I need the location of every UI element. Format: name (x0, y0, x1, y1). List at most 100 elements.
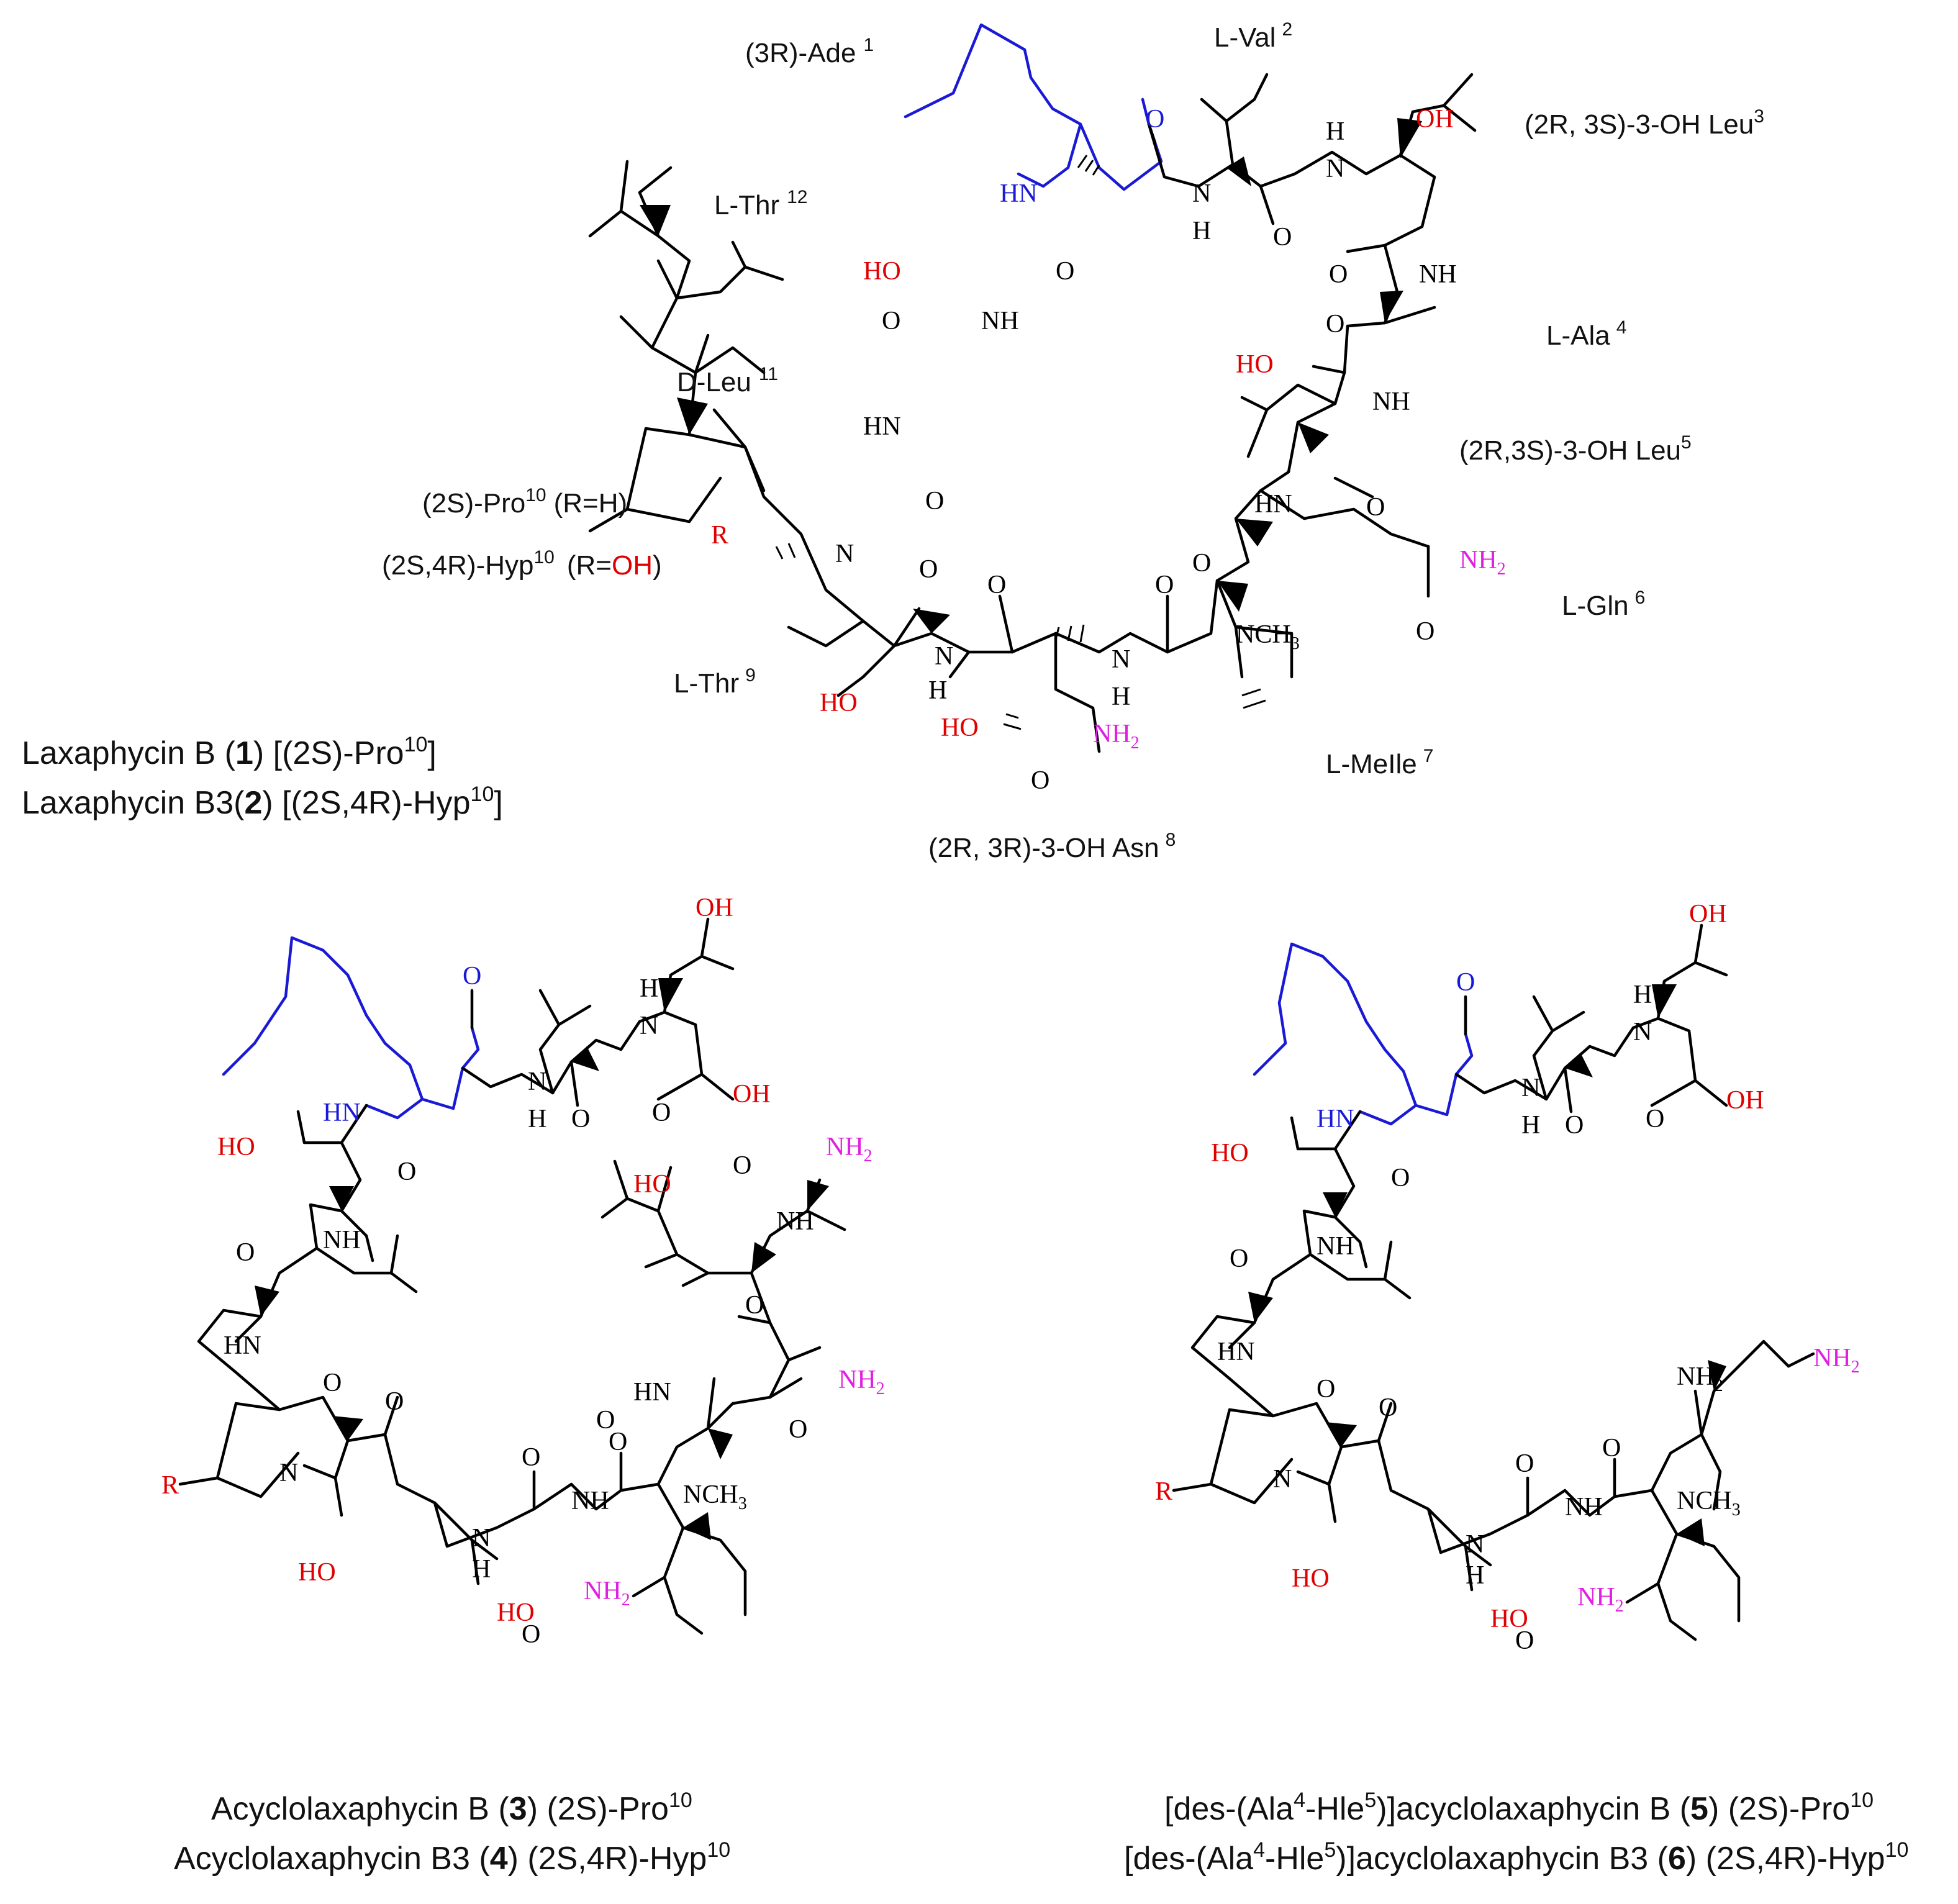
des-pro-hn: HN (1217, 1338, 1255, 1366)
acyc-thr9-h: H (472, 1555, 491, 1584)
caption-laxaphycin-b: Laxaphycin B (1) [(2S)-Pro10] (22, 733, 437, 771)
acyc-leu11-nh: NH (323, 1226, 361, 1254)
des-thr9-n: N (1466, 1530, 1484, 1559)
ala-carbonyl: O (1326, 310, 1344, 338)
leu11-hn: HN (863, 412, 901, 441)
leu5-nh: NH (1372, 388, 1410, 416)
thr9-h: H (928, 676, 947, 705)
acyc-pro-o: O (323, 1369, 342, 1397)
acyc-asn-nh2: NH2 (584, 1577, 630, 1610)
des-asn-ho: HO (1490, 1605, 1528, 1633)
des-thr9-h: H (1466, 1561, 1484, 1590)
leu3-n: N (1326, 155, 1344, 183)
leu5-ho: HO (1236, 350, 1274, 379)
des-leu11-o: O (1230, 1244, 1248, 1273)
acyc-val-n: N (528, 1068, 546, 1096)
asn-h: H (1112, 682, 1130, 711)
des-asn-amide-o: O (1515, 1626, 1534, 1655)
des-thr12-ho: HO (1211, 1139, 1249, 1167)
acyc-meile-nch3: NCH3 (683, 1480, 747, 1513)
des-val-n: N (1521, 1074, 1540, 1102)
des-pro-r: R (1155, 1477, 1172, 1506)
acyc-asn-ho: HO (497, 1598, 535, 1627)
leu3-oh: OH (1416, 105, 1454, 134)
gln-hn: HN (1254, 490, 1292, 519)
ade-nh: HN (1000, 179, 1038, 208)
label-oh-leu5: (2R,3S)-3-OH Leu5 (1459, 432, 1692, 466)
acyc-pro-hn: HN (224, 1331, 261, 1360)
val-n: N (1192, 179, 1211, 208)
caption-des-acyclolaxaphycin-b3: [des-(Ala4-Hle5)]acyclolaxaphycin B3 (6)… (1124, 1838, 1908, 1877)
label-pro10: (2S)-Pro10(R=H) (422, 485, 627, 519)
des-leu11-nh: NH (1317, 1232, 1354, 1261)
pro-carbonyl: O (919, 555, 938, 584)
acyc-acid-o: O (652, 1099, 671, 1127)
des-leu3-n: N (1633, 1018, 1652, 1046)
des-pro-o: O (1317, 1375, 1335, 1403)
leu3-carbonyl: O (1329, 260, 1348, 289)
des-thr9-o: O (1379, 1394, 1397, 1422)
pro-r: R (711, 521, 728, 550)
acyclolaxaphycin-b-structure: O HN N H O H N OH O OH HO O NH O HN O N … (161, 894, 885, 1649)
des-gln-nh2: NH2 (1677, 1362, 1723, 1395)
des-asn-o: O (1515, 1449, 1534, 1478)
thr12-amide-o: O (1056, 257, 1074, 286)
des-meile-o: O (1602, 1434, 1621, 1462)
acyc-meile-o: O (609, 1428, 627, 1456)
des-val-o: O (1565, 1111, 1584, 1140)
des-val-h: H (1521, 1111, 1540, 1140)
des-gln-amide-nh2: NH2 (1813, 1344, 1860, 1377)
gln-carbonyl: O (1192, 549, 1211, 578)
acyc-acid-oh: OH (733, 1080, 771, 1108)
caption-des-acyclolaxaphycin-b: [des-(Ala4-Hle5)]acyclolaxaphycin B (5) … (1164, 1788, 1874, 1827)
caption-laxaphycin-b3: Laxaphycin B3(2) [(2S,4R)-Hyp10] (22, 782, 503, 821)
thr12-carbonyl: O (882, 307, 900, 335)
acyc-asn-nh: NH (571, 1487, 609, 1515)
acyc-leu5-o: O (745, 1291, 764, 1320)
meile-nch3: NCH3 (1236, 620, 1300, 653)
des-leu3-h: H (1633, 981, 1652, 1009)
asn-ho: HO (941, 714, 979, 742)
caption-acyclolaxaphycin-b3: Acyclolaxaphycin B3 (4) (2S,4R)-Hyp10 (174, 1838, 730, 1877)
val-carbonyl: O (1273, 223, 1292, 252)
leu3-h: H (1326, 117, 1344, 146)
asn-nh2: NH2 (1093, 720, 1140, 753)
label-hyp10: (2S,4R)-Hyp10(R=OH) (382, 547, 662, 581)
acyc-thr12-o: O (397, 1158, 416, 1186)
val-h: H (1192, 217, 1211, 245)
acyc-ade-o: O (463, 962, 481, 991)
ala-nh: NH (1419, 260, 1457, 289)
des-asn-nh2: NH2 (1577, 1583, 1624, 1616)
des-meile-nch3: NCH3 (1677, 1487, 1741, 1520)
acyc-asn-amide-o: O (522, 1620, 540, 1649)
des-ade-o: O (1456, 968, 1475, 997)
des-acyclolaxaphycin-structure: O HN N H O H N OH O OH HO O NH O HN O N … (1155, 900, 1860, 1655)
acyc-val-h: H (528, 1105, 546, 1133)
acyc-thr12-ho: HO (217, 1133, 255, 1161)
acyc-leu3-h: H (640, 974, 658, 1003)
laxaphycin-b-structure: O HN N H H N OH O O NH O NH HO O HN NH2 … (588, 23, 1506, 795)
des-asn-nh: NH (1565, 1493, 1603, 1521)
des-acid-oh: OH (1726, 1086, 1764, 1115)
acyc-asn-o: O (522, 1443, 540, 1472)
des-ade-hn: HN (1317, 1105, 1354, 1133)
acyc-gln-side-o: O (789, 1415, 807, 1444)
pro-n: N (835, 540, 854, 568)
asn-carbonyl: O (987, 571, 1006, 599)
acyc-leu3-oh: OH (696, 894, 733, 922)
thr9-n: N (935, 642, 953, 671)
acyc-leu3-n: N (640, 1012, 658, 1040)
acyc-leu11-o: O (236, 1238, 255, 1267)
acyc-ala-nh: NH (776, 1207, 814, 1236)
leu11-carbonyl: O (925, 487, 944, 515)
acyc-leu5-ho: HO (633, 1170, 671, 1199)
thr9-ho: HO (820, 689, 858, 717)
